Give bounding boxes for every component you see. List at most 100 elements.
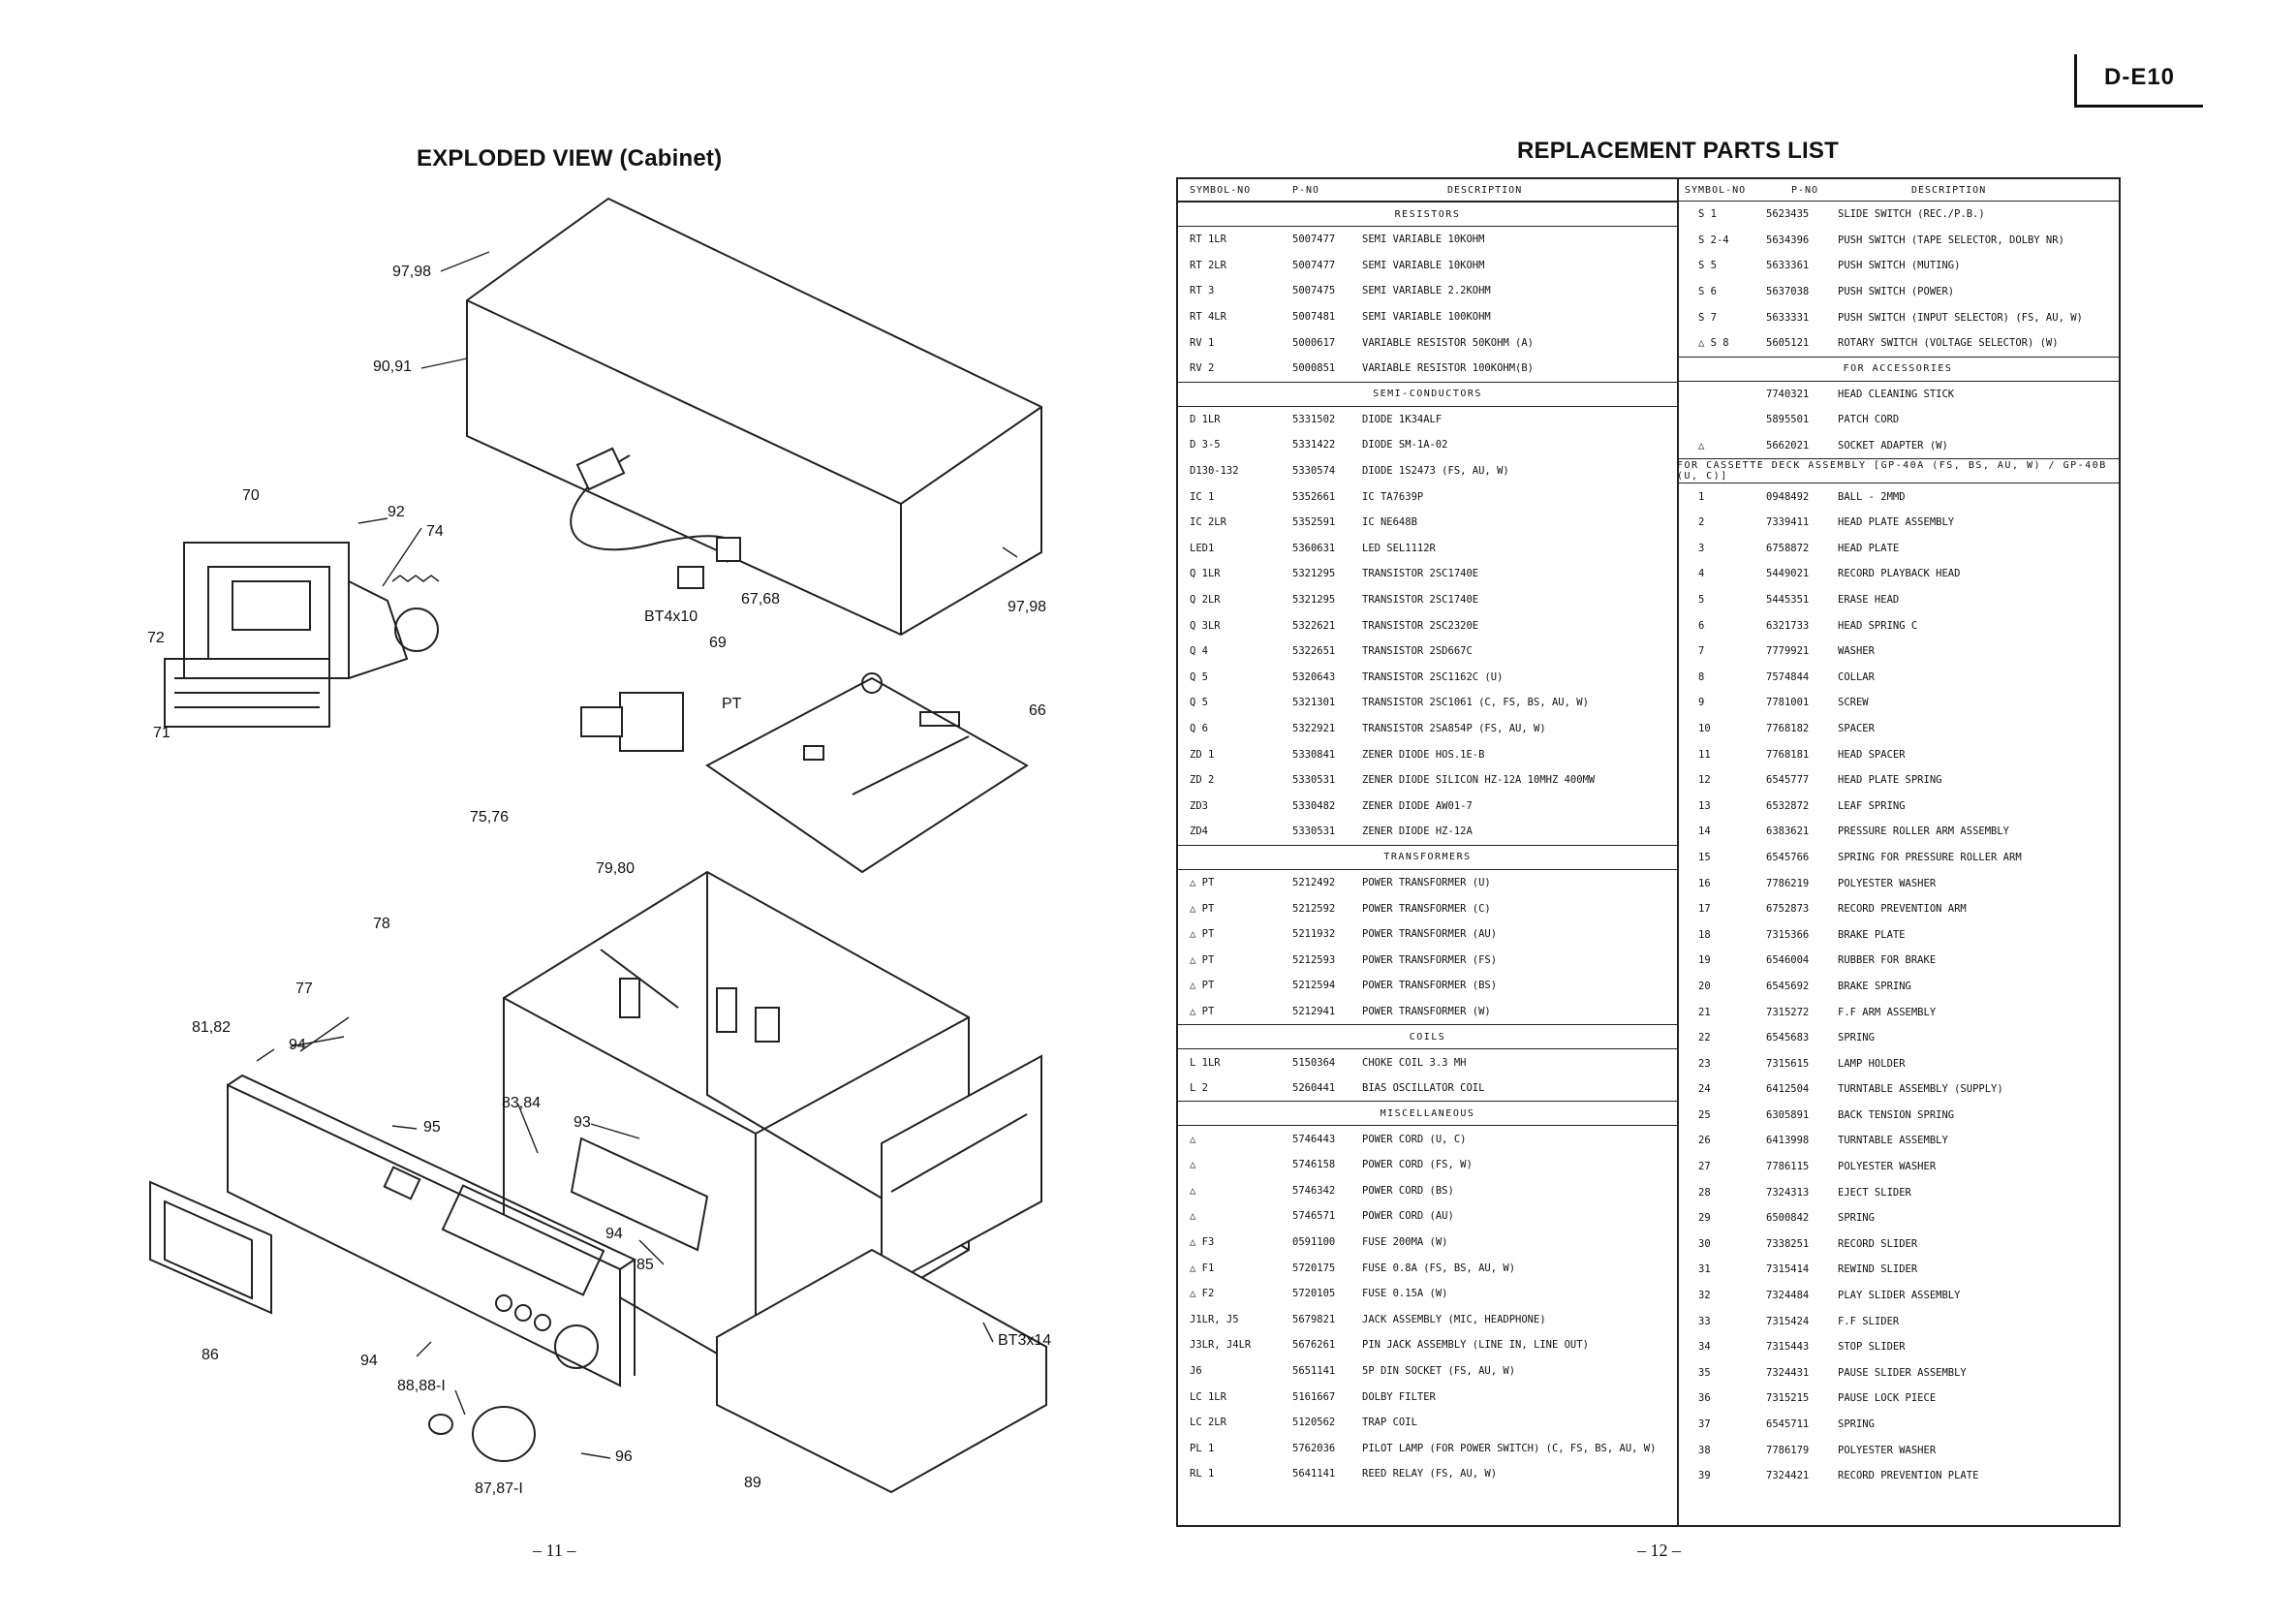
description-cell: BALL - 2MMD	[1838, 490, 1906, 503]
description-cell: POLYESTER WASHER	[1838, 1444, 1937, 1456]
description-cell: PAUSE LOCK PIECE	[1838, 1392, 1937, 1405]
part-number-cell: 5150364	[1292, 1056, 1336, 1069]
callout-label: 87,87-I	[475, 1480, 523, 1497]
description-cell: TRANSISTOR 2SC1740E	[1362, 594, 1479, 607]
symbol-cell: 28	[1698, 1186, 1711, 1199]
part-number-cell: 6545766	[1766, 851, 1810, 863]
part-number-cell: 0591100	[1292, 1236, 1336, 1249]
part-number-cell: 5676261	[1292, 1339, 1336, 1352]
description-cell: TRAP COIL	[1362, 1417, 1417, 1429]
callout-label: 94	[360, 1353, 378, 1369]
symbol-cell: △ PT	[1190, 902, 1215, 915]
description-cell: TRANSISTOR 2SD667C	[1362, 645, 1473, 658]
callout-label: 72	[147, 630, 165, 646]
callout-label: BT4x10	[644, 608, 698, 625]
part-number-cell: 5746571	[1292, 1210, 1336, 1223]
part-number-cell: 5641141	[1292, 1468, 1336, 1480]
volume-knob	[472, 1406, 536, 1462]
page-number-right: – 12 –	[1637, 1541, 1681, 1560]
description-cell: COLLAR	[1838, 670, 1875, 683]
description-cell: POWER CORD (BS)	[1362, 1184, 1454, 1197]
symbol-cell: 27	[1698, 1161, 1711, 1173]
part-number-cell: 7324421	[1766, 1470, 1810, 1482]
symbol-cell: 11	[1698, 748, 1711, 761]
symbol-cell: Q 6	[1190, 722, 1208, 734]
description-cell: DIODE SM-1A-02	[1362, 439, 1448, 452]
callout-label: 81,82	[192, 1019, 232, 1036]
symbol-cell: RT 2LR	[1190, 259, 1226, 271]
symbol-cell: IC 1	[1190, 490, 1215, 503]
description-cell: BRAKE PLATE	[1838, 928, 1906, 941]
symbol-cell: △ F2	[1190, 1288, 1215, 1300]
part-number-cell: 5321295	[1292, 568, 1336, 580]
page-number-left: – 11 –	[533, 1541, 576, 1560]
symbol-cell: LED1	[1190, 542, 1215, 554]
description-cell: ROTARY SWITCH (VOLTAGE SELECTOR) (W)	[1838, 337, 2059, 350]
part-number-cell: 5895501	[1766, 414, 1810, 426]
section-header: COILS	[1178, 1024, 1677, 1050]
symbol-cell: 23	[1698, 1057, 1711, 1070]
part-number-cell: 5746158	[1292, 1159, 1336, 1171]
callout-label: 79,80	[596, 860, 636, 877]
part-number-cell: 5651141	[1292, 1365, 1336, 1378]
symbol-cell: △ S 8	[1698, 337, 1729, 350]
part-number-cell: 6546004	[1766, 954, 1810, 967]
description-cell: ZENER DIODE HOS.1E-B	[1362, 748, 1485, 761]
part-number-cell: 5762036	[1292, 1442, 1336, 1454]
symbol-cell: 2	[1698, 516, 1705, 529]
part-number-cell: 7781001	[1766, 697, 1810, 709]
part-number-cell: 0948492	[1766, 490, 1810, 503]
callout-label: 70	[242, 487, 260, 504]
description-cell: HEAD PLATE ASSEMBLY	[1838, 516, 1955, 529]
header-description: DESCRIPTION	[1911, 184, 1987, 196]
part-number-cell: 5322651	[1292, 645, 1336, 658]
callout-label: 90,91	[373, 358, 413, 375]
description-cell: 5P DIN SOCKET (FS, AU, W)	[1362, 1365, 1516, 1378]
part-number-cell: 5330574	[1292, 465, 1336, 478]
part-number-cell: 6412504	[1766, 1083, 1810, 1096]
symbol-cell: 36	[1698, 1392, 1711, 1405]
symbol-cell: 35	[1698, 1366, 1711, 1379]
description-cell: DOLBY FILTER	[1362, 1390, 1436, 1403]
symbol-cell: S 7	[1698, 311, 1717, 324]
description-cell: POWER TRANSFORMER (FS)	[1362, 953, 1498, 966]
description-cell: TRANSISTOR 2SA854P (FS, AU, W)	[1362, 722, 1546, 734]
part-number-cell: 5623435	[1766, 208, 1810, 221]
part-number-cell: 5212593	[1292, 953, 1336, 966]
symbol-cell: Q 5	[1190, 697, 1208, 709]
description-cell: LED SEL1112R	[1362, 542, 1436, 554]
callout-label: 96	[615, 1449, 633, 1465]
callout-label: 94	[605, 1226, 623, 1242]
symbol-cell: S 6	[1698, 286, 1717, 298]
callout-label: 66	[1029, 702, 1046, 719]
description-cell: PATCH CORD	[1838, 414, 1900, 426]
symbol-cell: Q 1LR	[1190, 568, 1221, 580]
description-cell: ZENER DIODE AW01-7	[1362, 799, 1473, 812]
part-number-cell: 7315215	[1766, 1392, 1810, 1405]
part-number-cell: 5211932	[1292, 928, 1336, 941]
section-header: FOR CASSETTE DECK ASSEMBLY [GP-40A (FS, …	[1677, 458, 2119, 484]
symbol-cell: △	[1190, 1159, 1196, 1171]
part-number-cell: 7779921	[1766, 645, 1810, 658]
symbol-cell: 1	[1698, 490, 1705, 503]
